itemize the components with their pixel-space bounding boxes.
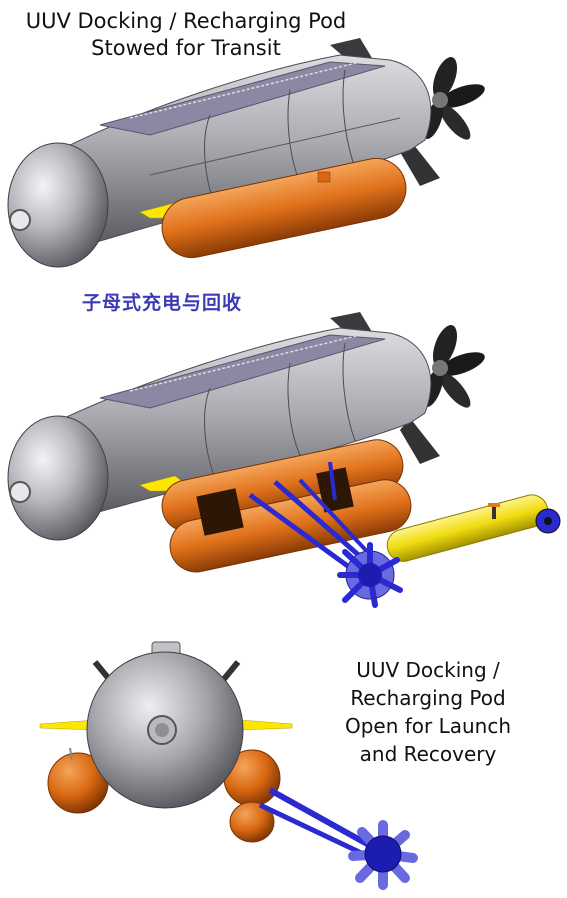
pod2-tail-fin-bottom [400,418,440,464]
pod2-deck [99,334,386,409]
uuv-vehicle [386,494,561,562]
pod2-nose [7,415,109,541]
pod2-nose-port [9,481,31,503]
pod3-docking-cone [348,820,418,890]
bottom-caption: UUV Docking / Recharging Pod Open for La… [322,656,534,768]
pod3-right-fin [239,719,293,731]
deploying-pod [7,312,561,608]
pod3-lower-float [229,801,275,843]
pod1-nose-port [9,209,31,231]
bottom-caption-line-1: UUV Docking / [356,658,500,682]
pod2-propeller [422,325,485,408]
bottom-caption-line-2: Recharging Pod [350,686,506,710]
pod1-nose [7,142,109,268]
pod1-deck [99,61,386,136]
bottom-caption-line-4: and Recovery [359,742,497,766]
pod2-capture-arms [248,461,377,578]
front-view-pod [39,641,418,890]
stowed-pod [7,38,485,268]
docking-cone [337,542,403,608]
bottom-caption-line-3: Open for Launch [344,714,512,738]
pod1-tail-fin-top [330,38,372,62]
top-caption: UUV Docking / Recharging Pod Stowed for … [0,8,372,62]
top-caption-line-2: Stowed for Transit [91,36,281,60]
chinese-caption: 子母式充电与回收 [82,292,243,314]
top-caption-line-1: UUV Docking / Recharging Pod [25,9,347,33]
pod1-tail-fin-bottom [400,140,440,186]
pod3-capture-arms [258,787,380,861]
pod1-orange-float [161,157,407,259]
